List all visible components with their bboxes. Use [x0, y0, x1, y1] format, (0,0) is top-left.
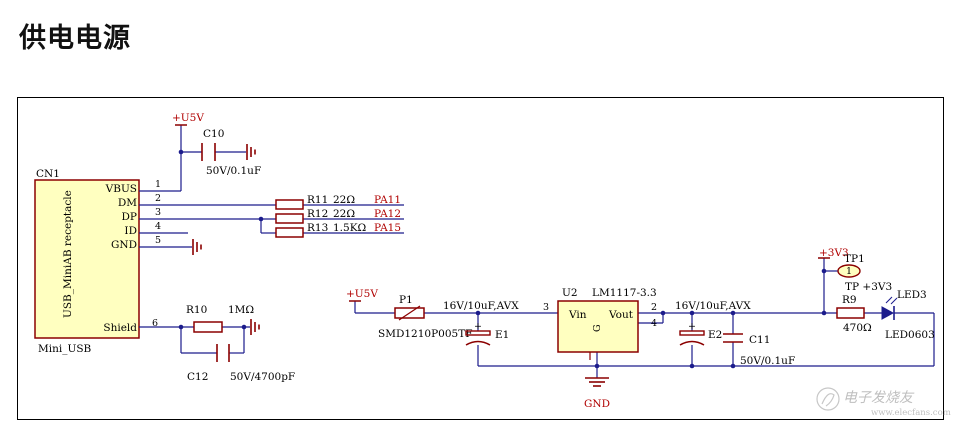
page-title: 供电电源 — [19, 23, 131, 54]
pin-number-6: 6 — [152, 318, 158, 329]
e1-ref: E1 — [495, 329, 509, 341]
pin-name-vbus: VBUS — [105, 183, 137, 195]
fuse-p1: P1 SMD1210P005TF — [378, 294, 472, 340]
r12-net: PA12 — [374, 208, 401, 220]
r11-value: 22Ω — [333, 194, 355, 206]
tp1-value: TP +3V3 — [845, 281, 892, 293]
r9-value: 470Ω — [843, 322, 872, 334]
r11-net: PA11 — [374, 194, 401, 206]
net-usb-5v-input: +U5V — [346, 288, 378, 302]
c10-value: 50V/0.1uF — [206, 165, 261, 177]
tp1-pin: 1 — [846, 266, 852, 277]
capacitor-c12: C12 50V/4700pF — [187, 344, 295, 383]
ground-icon — [246, 143, 256, 161]
e2-ref: E2 — [708, 329, 722, 341]
pin-number-1: 1 — [155, 179, 161, 190]
pin-name-gnd: GND — [111, 239, 137, 251]
connector-body-label: USB_MiniAB receptacle — [62, 190, 74, 318]
pin-number-3: 3 — [155, 207, 161, 218]
capacitor-c10: C10 50V/0.1uF — [201, 128, 261, 177]
e2-value: 16V/10uF,AVX — [675, 300, 751, 312]
r10-value: 1MΩ — [228, 304, 254, 316]
net-3v3: +3V3 — [818, 247, 849, 259]
pin-name-id: ID — [124, 225, 137, 237]
net-label-3v3: +3V3 — [819, 247, 849, 259]
u2-pin-vout: Vout — [608, 309, 634, 321]
watermark: 电子发烧友 www.elecfans.com — [816, 387, 951, 418]
c11-ref: C11 — [749, 334, 770, 346]
r12-value: 22Ω — [333, 208, 355, 220]
resistor-r13: R13 1.5KΩ PA15 — [275, 222, 401, 238]
net-label-usb-5v-input: +U5V — [346, 288, 378, 300]
capacitor-e2: + E2 16V/10uF,AVX — [675, 300, 751, 346]
pin-name-dp: DP — [122, 211, 137, 223]
capacitor-c11: C11 50V/0.1uF — [723, 333, 795, 367]
u2-pin-gnd: G — [592, 324, 603, 332]
pin-name-dm: DM — [118, 197, 137, 209]
pin-number-2: 2 — [155, 193, 161, 204]
connector-cn1: CN1 USB_MiniAB receptacle Mini_USB VBUS … — [34, 168, 161, 355]
watermark-text: 电子发烧友 — [843, 390, 915, 406]
net-usb-5v: +U5V — [172, 112, 204, 126]
test-point-tp1: 1 TP1 TP +3V3 — [837, 253, 892, 293]
watermark-url: www.elecfans.com — [871, 408, 951, 418]
capacitor-e1: + E1 16V/10uF,AVX — [443, 300, 519, 346]
p1-ref: P1 — [399, 294, 413, 306]
cn1-ref: CN1 — [36, 168, 60, 180]
r10-ref: R10 — [186, 304, 207, 316]
resistor-r10: R10 1MΩ — [186, 304, 254, 333]
regulator-junctions — [475, 268, 827, 369]
svg-text:+: + — [474, 321, 482, 332]
r11-ref: R11 — [307, 194, 328, 206]
tp1-ref: TP1 — [844, 253, 865, 265]
led-led3: LED3 LED0603 — [881, 289, 935, 341]
resistor-r9: R9 470Ω — [836, 294, 872, 334]
usb-junctions — [178, 149, 264, 330]
pin-number-5: 5 — [155, 235, 161, 246]
ground-icon — [192, 238, 202, 256]
r12-ref: R12 — [307, 208, 328, 220]
r13-value: 1.5KΩ — [333, 222, 367, 234]
u2-pin-4: 4 — [651, 318, 657, 329]
p1-value: SMD1210P005TF — [378, 328, 472, 340]
connector-body — [34, 179, 140, 339]
net-label-gnd: GND — [584, 398, 610, 410]
cn1-value: Mini_USB — [38, 343, 92, 355]
schematic-frame — [17, 97, 944, 420]
u2-value: LM1117-3.3 — [592, 287, 657, 299]
u2-pin-3: 3 — [543, 302, 549, 313]
resistor-r12: R12 22Ω PA12 — [275, 208, 401, 224]
ground-symbol-main: GND — [584, 377, 610, 410]
r13-net: PA15 — [374, 222, 401, 234]
watermark-logo-icon — [816, 387, 840, 411]
c11-value: 50V/0.1uF — [740, 355, 795, 367]
led3-value: LED0603 — [885, 329, 935, 341]
regulator-u2: U2 LM1117-3.3 Vin Vout G 3 2 4 — [543, 287, 657, 360]
u2-pin-2: 2 — [651, 302, 657, 313]
c10-ref: C10 — [203, 128, 224, 140]
usb-wires — [139, 125, 404, 354]
u2-ref: U2 — [562, 287, 578, 299]
r9-ref: R9 — [842, 294, 857, 306]
net-label-usb-5v: +U5V — [172, 112, 204, 124]
resistor-r11: R11 22Ω PA11 — [275, 194, 401, 210]
c12-ref: C12 — [187, 371, 208, 383]
pin-number-4: 4 — [155, 221, 161, 232]
e1-value: 16V/10uF,AVX — [443, 300, 519, 312]
led3-ref: LED3 — [897, 289, 927, 301]
svg-text:+: + — [688, 321, 696, 332]
pin-name-shield: Shield — [103, 322, 137, 334]
ground-icon — [250, 318, 260, 336]
r13-ref: R13 — [307, 222, 328, 234]
c12-value: 50V/4700pF — [230, 371, 295, 383]
u2-pin-vin: Vin — [568, 309, 587, 321]
